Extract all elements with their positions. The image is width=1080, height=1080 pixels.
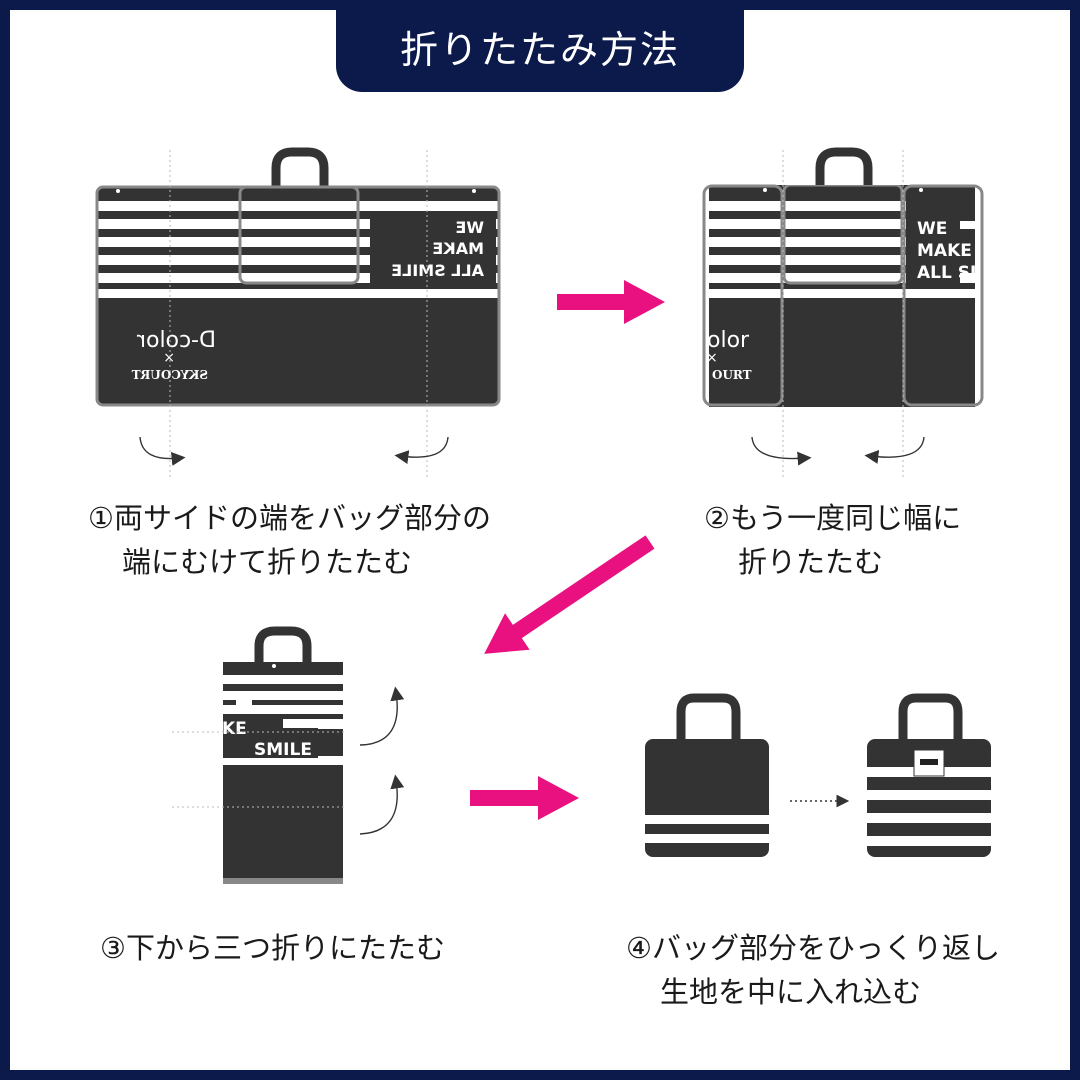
step2-caption: ②もう一度同じ幅に 折りたたむ [704,496,961,584]
step2-fold-arrow-icon [751,436,812,466]
step2-number: ② [704,501,730,535]
step4-folded-bag [645,739,769,857]
page-title: 折りたたみ方法 [399,27,680,72]
step1-stripe [97,237,499,247]
step4-number: ④ [626,931,652,965]
step1-panel-outline [95,185,501,407]
step1-slogan-line: ALL SMILE [391,261,484,280]
step1-stripe [97,255,499,265]
step1-line1: 両サイドの端をバッグ部分の [114,501,492,535]
step3-stripe [223,675,343,684]
step1-illustration: WE MAKE ALL SMILE D-color × SKYCOURT [95,147,501,478]
step2-stripe [709,273,975,283]
step2-stripe [709,289,975,298]
next-step-arrow-icon [557,280,665,324]
step2-slogan-line: MAKE [917,241,972,261]
step1-brand-x: × [163,350,175,366]
step4-caption: ④バッグ部分をひっくり返し 生地を中に入れ込む [626,926,1000,1014]
step2-brand-sub: OURT [712,368,752,382]
step3-line1: 下から三つ折りにたたむ [126,931,446,965]
step1-number: ① [88,501,114,535]
step2-line2: 折りたたむ [738,545,884,579]
step1-fold-arrow-icon [394,436,449,465]
step4-illustration [645,693,991,857]
step1-caption: ①両サイドの端をバッグ部分の 端にむけて折りたたむ [88,496,491,584]
step3-caption: ③下から三つ折りにたたむ [100,926,445,970]
step1-stripe [97,219,499,229]
step1-line2: 端にむけて折りたたむ [122,545,413,579]
step4-bag-handle [898,693,963,740]
step2-stripe [709,237,975,247]
step2-bag-handle [815,147,873,186]
step3-slogan-line: KE [222,719,247,739]
step3-illustration: KE SMILE [172,626,405,884]
step2-bag-pocket [782,185,904,285]
step3-number: ③ [100,931,126,965]
step2-fold-panel [702,184,784,407]
step1-bag-pocket [238,187,360,285]
step1-stripe [97,289,499,298]
step1-stripe [97,201,499,211]
step1-brand-logo: D-color [136,328,216,353]
step2-brand-logo: olor [707,328,750,353]
step1-fold-arrow-icon [139,436,186,466]
step1-slogan-line: WE [455,218,484,237]
step2-line1: もう一度同じ幅に [730,501,962,535]
next-step-arrow-icon [484,535,655,654]
step3-slogan-line: SMILE [254,740,312,760]
step1-stripe [97,273,499,283]
step3-stripe [223,691,343,700]
step2-illustration: WE MAKE ALL SI olor × OURT [702,147,984,478]
step2-stripe [709,219,975,229]
step2-fold-panel [902,184,984,407]
step2-fold-arrow-icon [864,436,925,464]
step1-bag-handle [271,147,329,186]
step3-fold-arrow-icon [359,774,405,835]
step2-stripe [709,255,975,265]
step3-bag-handle [254,626,312,662]
step1-slogan-line: MAKE [432,239,484,258]
step3-stripe [223,705,343,714]
step2-slogan-line: ALL SI [917,263,976,283]
step4-bag-handle [676,693,741,740]
step4-line2: 生地を中に入れ込む [660,975,922,1009]
title-banner: 折りたたみ方法 [336,0,744,92]
step3-stripe [223,756,343,765]
next-step-arrow-icon [470,776,579,820]
step2-slogan-line: WE [917,219,947,239]
step4-line1: バッグ部分をひっくり返し [652,931,1001,965]
step2-stripe [709,201,975,211]
step3-fold-arrow-icon [359,686,405,746]
step2-brand-x: × [706,350,718,366]
